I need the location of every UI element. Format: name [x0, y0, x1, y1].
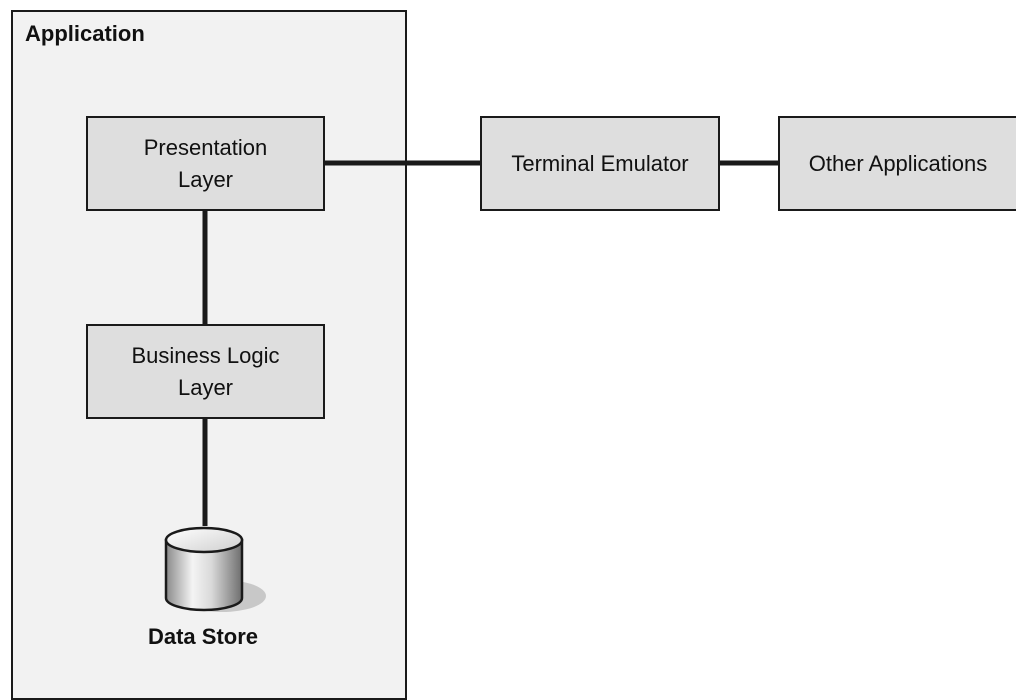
presentation-layer-label-line2: Layer [177, 166, 234, 192]
other-applications-label: Other Applications [808, 150, 988, 176]
business-logic-layer-box: Business Logic Layer [86, 324, 325, 419]
business-logic-label-line1: Business Logic [131, 342, 280, 368]
data-store-cylinder-icon [164, 526, 266, 612]
presentation-layer-box: Presentation Layer [86, 116, 325, 211]
application-title: Application [25, 21, 145, 46]
terminal-emulator-box: Terminal Emulator [480, 116, 720, 211]
other-applications-box: Other Applications [778, 116, 1016, 211]
data-store-label: Data Store [147, 624, 259, 649]
presentation-layer-label-line1: Presentation [143, 134, 268, 160]
terminal-emulator-label: Terminal Emulator [511, 150, 689, 176]
business-logic-label-line2: Layer [177, 374, 234, 400]
